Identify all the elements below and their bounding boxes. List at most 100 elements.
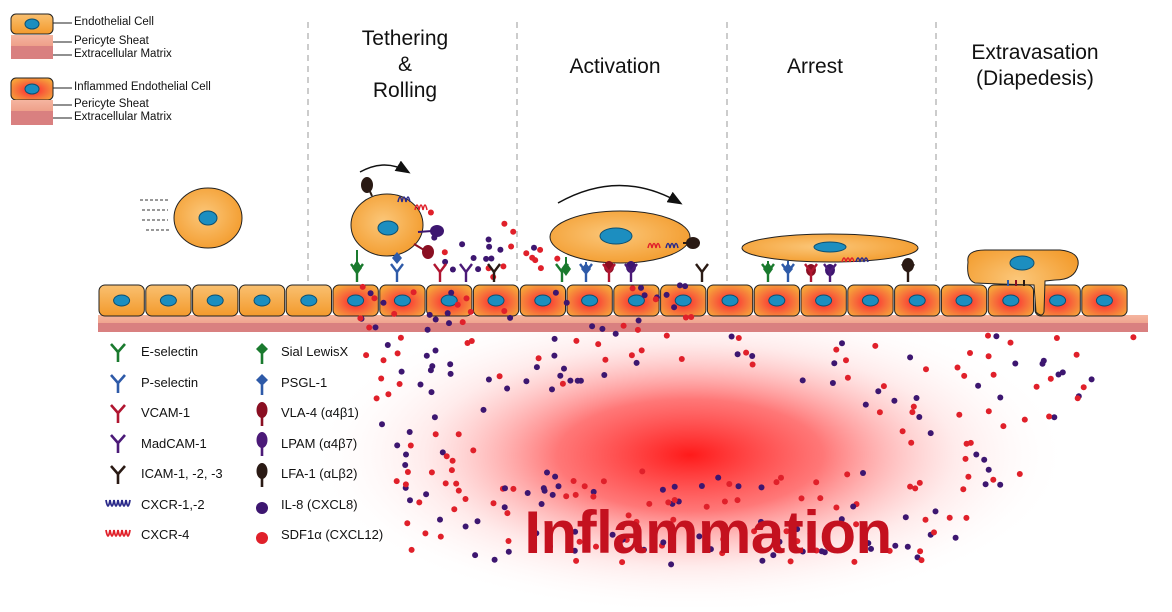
il8-dot — [549, 386, 555, 393]
legend-receptor-label: VCAM-1 — [141, 405, 191, 420]
sdf1-dot — [817, 495, 824, 502]
legend-sdf1-dot — [256, 532, 268, 544]
sdf1-dot — [554, 255, 561, 262]
il8-dot — [865, 540, 872, 547]
sdf1-dot — [809, 535, 816, 542]
il8-dot — [442, 258, 449, 265]
il8-dot — [432, 347, 439, 354]
sdf1-dot — [833, 346, 840, 353]
il8-dot — [758, 518, 764, 525]
il8-dot — [567, 377, 574, 384]
receptor-glyph — [695, 263, 709, 282]
sdf1-dot — [501, 220, 508, 227]
sdf1-dot — [961, 372, 968, 379]
sdf1-dot — [619, 559, 626, 566]
sdf1-dot — [510, 485, 517, 492]
sdf1-dot — [703, 503, 710, 510]
il8-dot — [1088, 376, 1095, 383]
sdf1-dot — [428, 469, 435, 476]
sdf1-dot — [573, 557, 580, 564]
legend-integrin-icon — [256, 463, 268, 487]
sdf1-dot — [719, 550, 726, 557]
sdf1-dot — [510, 228, 517, 235]
il8-dot — [794, 526, 801, 533]
endothelial-cell — [285, 284, 333, 317]
sdf1-dot — [581, 483, 588, 490]
il8-dot — [533, 364, 540, 371]
sdf1-dot — [721, 498, 728, 505]
receptor-glyph — [823, 263, 837, 282]
sdf1-dot — [470, 447, 477, 454]
legend-receptor-icon — [110, 374, 126, 393]
legend-receptor-label: E-selectin — [141, 344, 199, 359]
legend-ligand-label: IL-8 (CXCL8) — [281, 496, 358, 512]
il8-dot — [574, 377, 581, 384]
stage-title-line: (Diapedesis) — [976, 67, 1094, 90]
receptor-glyph — [555, 263, 569, 282]
il8-dot — [1012, 360, 1019, 367]
inflamed-endothelial-cell — [566, 284, 613, 317]
il8-dot — [488, 255, 495, 262]
receptor-glyph — [459, 263, 473, 282]
sdf1-dot — [907, 483, 914, 490]
sdf1-dot — [965, 473, 972, 480]
inflamed-endothelial-cell — [753, 284, 801, 317]
il8-dot — [875, 388, 882, 395]
legend-receptor-label: CXCR-1,-2 — [141, 496, 205, 512]
il8-dot — [601, 372, 608, 378]
legend-ligand-label: LPAM (α4β7) — [281, 435, 358, 451]
il8-dot — [981, 456, 988, 463]
sdf1-dot — [508, 243, 515, 250]
sdf1-dot — [371, 295, 378, 302]
legend-ligand-icon — [256, 343, 268, 364]
inflamed-endothelial-cell — [519, 284, 567, 317]
il8-dot — [973, 451, 980, 458]
sdf1-dot — [851, 558, 858, 565]
sdf1-dot — [441, 249, 448, 256]
il8-dot — [997, 394, 1004, 401]
sdf1-dot — [962, 455, 969, 462]
sdf1-dot — [726, 481, 733, 487]
il8-dot — [696, 533, 703, 540]
il8-dot — [432, 316, 439, 323]
sdf1-dot — [529, 254, 536, 261]
sdf1-dot — [886, 547, 893, 554]
sdf1-dot — [960, 486, 967, 493]
il8-dot — [663, 291, 670, 298]
il8-dot — [417, 381, 424, 388]
legend-ligand-label: Sial LewisX — [281, 344, 349, 359]
sdf1-dot — [956, 411, 963, 418]
il8-dot — [427, 367, 434, 374]
il8-dot — [927, 430, 934, 437]
receptor-glyph — [624, 263, 638, 282]
inflamed-endothelial-cell — [847, 284, 894, 317]
sdf1-dot — [1021, 416, 1028, 423]
sdf1-dot — [359, 283, 366, 290]
legend-ligand-label: VLA-4 (α4β1) — [281, 405, 359, 420]
il8-dot — [599, 325, 606, 332]
sdf1-dot — [459, 319, 466, 326]
key-inflamed-endothelial-cell: Inflammed Endothelial Cell — [74, 81, 211, 93]
il8-dot — [668, 561, 675, 568]
il8-dot — [480, 406, 487, 413]
sdf1-dot — [813, 547, 820, 554]
il8-dot — [475, 266, 482, 273]
il8-dot — [839, 340, 845, 347]
sdf1-dot — [813, 479, 820, 486]
legend-receptor-label: CXCR-4 — [141, 527, 190, 542]
sdf1-dot — [990, 371, 997, 378]
sdf1-dot — [504, 510, 511, 517]
sdf1-dot — [537, 246, 544, 253]
il8-dot — [868, 545, 874, 552]
legend-ligand-label: LFA-1 (αLβ2) — [281, 466, 358, 481]
il8-dot — [907, 354, 914, 361]
il8-dot — [407, 497, 413, 504]
il8-dot — [424, 326, 431, 333]
stage-title-line: Rolling — [372, 79, 438, 102]
il8-dot — [446, 320, 452, 327]
il8-dot — [439, 449, 446, 456]
il8-dot — [635, 317, 642, 324]
il8-dot — [1059, 369, 1066, 376]
il8-dot — [638, 284, 644, 291]
